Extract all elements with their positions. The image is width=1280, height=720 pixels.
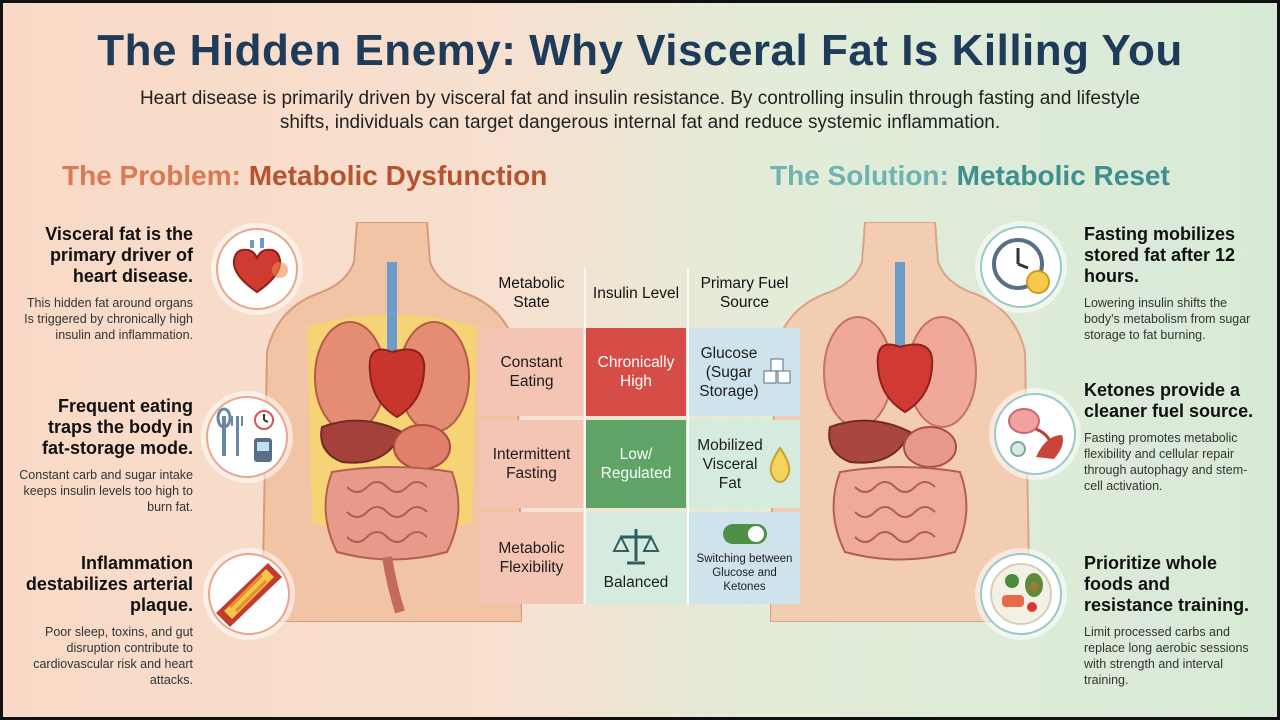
state-intermittent-fasting: Intermittent Fasting bbox=[480, 420, 583, 508]
fuel-switching-label: Switching between Glucose and Ketones bbox=[696, 553, 793, 593]
problem-point-3: Inflammation destabilizes arterial plaqu… bbox=[18, 553, 193, 688]
sugar-cubes-icon bbox=[763, 358, 791, 384]
toggle-switch-icon bbox=[722, 524, 767, 544]
problem-point-text: Constant carb and sugar intake keeps ins… bbox=[19, 468, 193, 514]
clock-icon bbox=[980, 226, 1062, 308]
state-metabolic-flexibility: Metabolic Flexibility bbox=[480, 512, 583, 604]
problem-point-heading: Visceral fat is the primary driver of he… bbox=[45, 224, 193, 286]
problem-point-text: This hidden fat around organs Is trigger… bbox=[24, 296, 193, 342]
insulin-balanced-label: Balanced bbox=[603, 573, 669, 591]
problem-heading: The Problem: Metabolic Dysfunction bbox=[62, 160, 547, 192]
solution-point-text: Limit processed carbs and replace long a… bbox=[1084, 625, 1249, 687]
brain-muscle-icon bbox=[994, 393, 1076, 475]
problem-heading-title: Metabolic Dysfunction bbox=[248, 160, 548, 191]
solution-point-heading: Fasting mobilizes stored fat after 12 ho… bbox=[1084, 224, 1236, 286]
healthy-body-illustration bbox=[770, 222, 1030, 622]
solution-point-3: Prioritize whole foods and resistance tr… bbox=[1084, 553, 1259, 688]
solution-point-2: Ketones provide a cleaner fuel source. F… bbox=[1084, 380, 1259, 494]
page-title: The Hidden Enemy: Why Visceral Fat Is Ki… bbox=[97, 26, 1183, 75]
page-subtitle: Heart disease is primarily driven by vis… bbox=[139, 88, 1141, 133]
insulin-balanced: Balanced bbox=[586, 512, 686, 604]
utensils-clock-icon bbox=[206, 396, 288, 478]
insulin-chronically-high: Chronically High bbox=[586, 328, 686, 416]
problem-heading-prefix: The Problem: bbox=[62, 160, 249, 191]
problem-point-heading: Inflammation destabilizes arterial plaqu… bbox=[25, 553, 193, 615]
problem-point-2: Frequent eating traps the body in fat-st… bbox=[18, 396, 193, 515]
solution-heading: The Solution: Metabolic Reset bbox=[770, 160, 1170, 192]
state-constant-eating: Constant Eating bbox=[480, 328, 583, 416]
problem-point-heading: Frequent eating traps the body in fat-st… bbox=[41, 396, 193, 458]
metabolic-comparison-table: Metabolic State Insulin Level Primary Fu… bbox=[480, 262, 800, 606]
solution-point-text: Lowering insulin shifts the body's metab… bbox=[1084, 296, 1251, 342]
whole-foods-icon bbox=[980, 553, 1062, 635]
fuel-switching: Switching between Glucose and Ketones bbox=[689, 512, 800, 604]
fuel-glucose: Glucose (Sugar Storage) bbox=[689, 328, 800, 416]
fuel-glucose-label: Glucose (Sugar Storage) bbox=[699, 344, 759, 400]
table-divider bbox=[687, 268, 689, 604]
heart-icon bbox=[216, 228, 298, 310]
insulin-low-regulated: Low/ Regulated bbox=[586, 420, 686, 508]
artery-plaque-icon bbox=[208, 553, 290, 635]
balance-scale-icon bbox=[612, 528, 660, 564]
solution-heading-title: Metabolic Reset bbox=[956, 160, 1170, 191]
problem-point-1: Visceral fat is the primary driver of he… bbox=[18, 224, 193, 343]
inflamed-body-illustration bbox=[262, 222, 522, 622]
solution-point-1: Fasting mobilizes stored fat after 12 ho… bbox=[1084, 224, 1259, 343]
solution-point-heading: Ketones provide a cleaner fuel source. bbox=[1084, 380, 1254, 421]
fuel-visceral-fat-label: Mobilized Visceral Fat bbox=[697, 436, 763, 492]
table-divider bbox=[584, 268, 586, 604]
header-metabolic-state: Metabolic State bbox=[498, 275, 565, 311]
solution-heading-prefix: The Solution: bbox=[770, 160, 957, 191]
solution-point-text: Fasting promotes metabolic flexibility a… bbox=[1084, 431, 1248, 493]
header-primary-fuel: Primary Fuel Source bbox=[700, 275, 789, 311]
fuel-visceral-fat: Mobilized Visceral Fat bbox=[689, 420, 800, 508]
header-insulin-level: Insulin Level bbox=[592, 284, 680, 302]
problem-point-text: Poor sleep, toxins, and gut disruption c… bbox=[33, 625, 193, 687]
solution-point-heading: Prioritize whole foods and resistance tr… bbox=[1084, 553, 1250, 615]
fat-drop-icon bbox=[769, 446, 791, 484]
